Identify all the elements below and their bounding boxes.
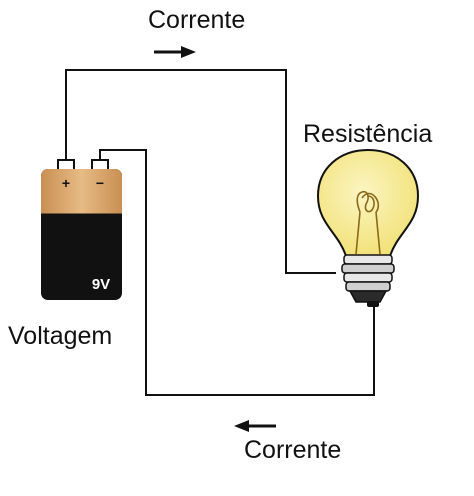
bulb-base	[341, 254, 395, 307]
voltage-label: Voltagem	[8, 322, 113, 350]
bulb-filament	[355, 190, 381, 255]
battery-voltage-label: 9V	[92, 276, 110, 293]
bottom-wire	[99, 149, 375, 396]
current-label-top: Corrente	[148, 6, 246, 34]
light-bulb	[316, 148, 420, 307]
positive-terminal	[57, 159, 75, 171]
current-arrow-right	[154, 46, 196, 58]
circuit-wires	[65, 69, 375, 396]
negative-symbol: −	[96, 175, 104, 191]
top-wire	[65, 69, 336, 274]
positive-symbol: +	[62, 175, 70, 191]
battery: + − 9V	[41, 159, 122, 300]
resistance-label: Resistência	[303, 120, 433, 148]
battery-top-band	[41, 169, 122, 214]
bulb-glass	[316, 148, 420, 257]
current-arrow-left	[234, 420, 276, 432]
negative-terminal	[91, 159, 109, 171]
current-label-bottom: Corrente	[244, 436, 342, 464]
